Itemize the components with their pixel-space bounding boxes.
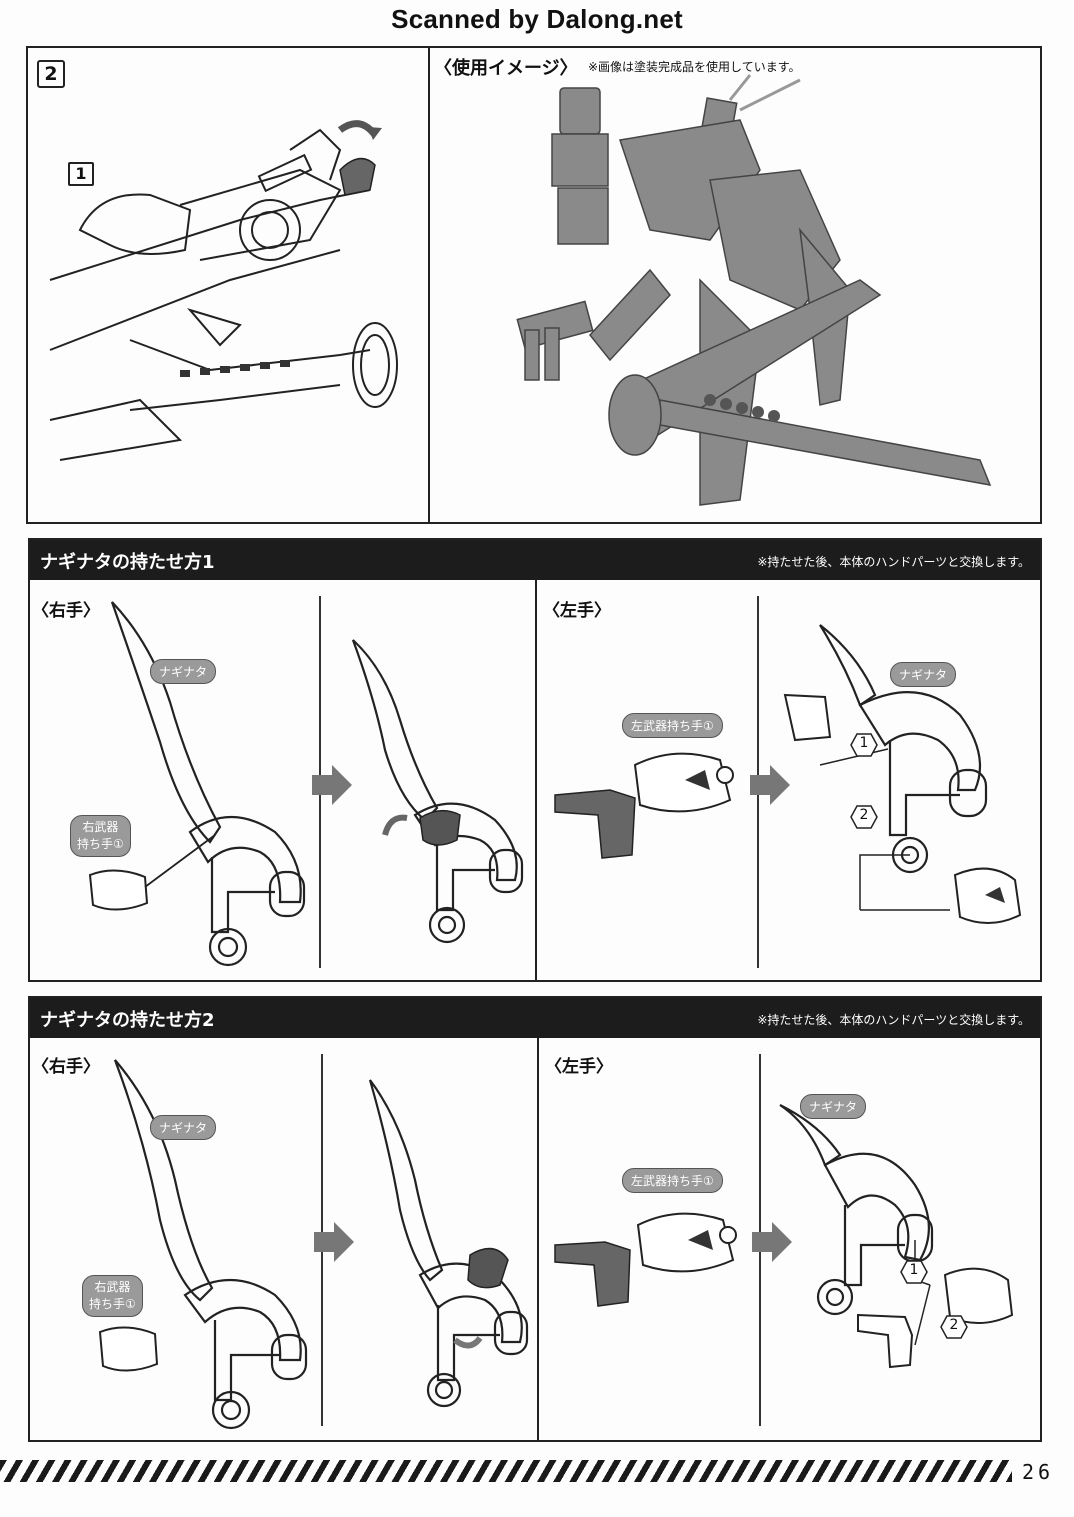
- step-panel-divider: [428, 46, 430, 524]
- section-1-right-grip-label: 右武器 持ち手①: [70, 815, 131, 857]
- footer-stripe: [0, 1460, 1012, 1482]
- left-grip-parts-1: [554, 789, 636, 859]
- section-1: ナギナタの持たせ方1 ※持たせた後、本体のハンドパーツと交換します。: [28, 538, 1042, 982]
- usage-photo: [516, 74, 992, 506]
- usage-image-title: 〈使用イメージ〉: [434, 58, 578, 79]
- naginata-drawing-2b: [368, 1079, 529, 1408]
- left-grip-parts-2: [554, 1241, 631, 1307]
- section-2-naginata-label-b: ナギナタ: [800, 1094, 867, 1119]
- section-2-header: ナギナタの持たせ方2 ※持たせた後、本体のハンドパーツと交換します。: [30, 998, 1040, 1038]
- section-1-right-grip-line1: 右武器: [82, 820, 119, 834]
- arrow-right-2a: [314, 1222, 354, 1262]
- sub-step-number: 1: [68, 162, 94, 186]
- naginata-drawing-1a: [110, 601, 306, 967]
- section-2-divider-b: [537, 1038, 539, 1442]
- section-2-mark-2: 2: [949, 1317, 959, 1333]
- naginata-drawing-1c: [783, 624, 1022, 925]
- left-hand-part-2: [636, 1212, 737, 1273]
- section-1-note: ※持たせた後、本体のハンドパーツと交換します。: [757, 555, 1030, 569]
- arrow-right-1b: [750, 765, 790, 805]
- scanner-watermark: Scanned by Dalong.net: [391, 4, 683, 34]
- arrow-right-2b: [752, 1222, 792, 1262]
- section-1-naginata-label-a: ナギナタ: [150, 659, 217, 684]
- section-2-mark-1: 1: [909, 1262, 919, 1278]
- section-1-left-hand-label: 〈左手〉: [543, 601, 611, 621]
- section-2-right-grip-label: 右武器 持ち手①: [82, 1275, 143, 1317]
- section-2-mark-2-badge: [940, 1315, 968, 1339]
- page-number: 26: [1022, 1460, 1055, 1484]
- launcher-illustration: [49, 120, 398, 461]
- section-1-left-grip-label: 左武器持ち手①: [622, 713, 723, 738]
- section-2-naginata-label-a: ナギナタ: [150, 1115, 217, 1140]
- right-grip-hand-2: [98, 1326, 159, 1372]
- section-1-mark-1-badge: [850, 733, 878, 757]
- section-1-right-hand-label: 〈右手〉: [32, 601, 100, 621]
- left-hand-part-1: [633, 752, 734, 813]
- section-1-divider-b: [535, 580, 537, 980]
- section-1-header: ナギナタの持たせ方1 ※持たせた後、本体のハンドパーツと交換します。: [30, 540, 1040, 580]
- naginata-drawing-1b: [351, 639, 524, 944]
- section-2: ナギナタの持たせ方2 ※持たせた後、本体のハンドパーツと交換します。: [28, 996, 1042, 1442]
- section-2-left-hand-label: 〈左手〉: [545, 1057, 613, 1077]
- section-2-right-hand-label: 〈右手〉: [32, 1057, 100, 1077]
- section-1-mark-1: 1: [859, 735, 869, 751]
- arrow-right-1a: [312, 765, 352, 805]
- section-1-naginata-label-b: ナギナタ: [890, 662, 957, 687]
- right-grip-hand-1: [88, 834, 216, 911]
- section-2-mark-1-badge: [900, 1260, 928, 1284]
- step-number: 2: [37, 60, 65, 88]
- section-1-title: ナギナタの持たせ方1: [40, 552, 215, 573]
- section-1-mark-2: 2: [859, 807, 869, 823]
- naginata-drawing-2c: [779, 1104, 1014, 1369]
- section-1-right-grip-line2: 持ち手①: [77, 837, 124, 851]
- section-2-note: ※持たせた後、本体のハンドパーツと交換します。: [757, 1013, 1030, 1027]
- section-2-left-grip-label: 左武器持ち手①: [622, 1168, 723, 1193]
- section-2-right-grip-line1: 右武器: [94, 1280, 131, 1294]
- section-1-mark-2-badge: [850, 805, 878, 829]
- section-2-right-grip-line2: 持ち手①: [89, 1297, 136, 1311]
- section-2-title: ナギナタの持たせ方2: [40, 1010, 215, 1031]
- step-panel: [26, 46, 1042, 524]
- usage-image-note: ※画像は塗装完成品を使用しています。: [588, 60, 801, 74]
